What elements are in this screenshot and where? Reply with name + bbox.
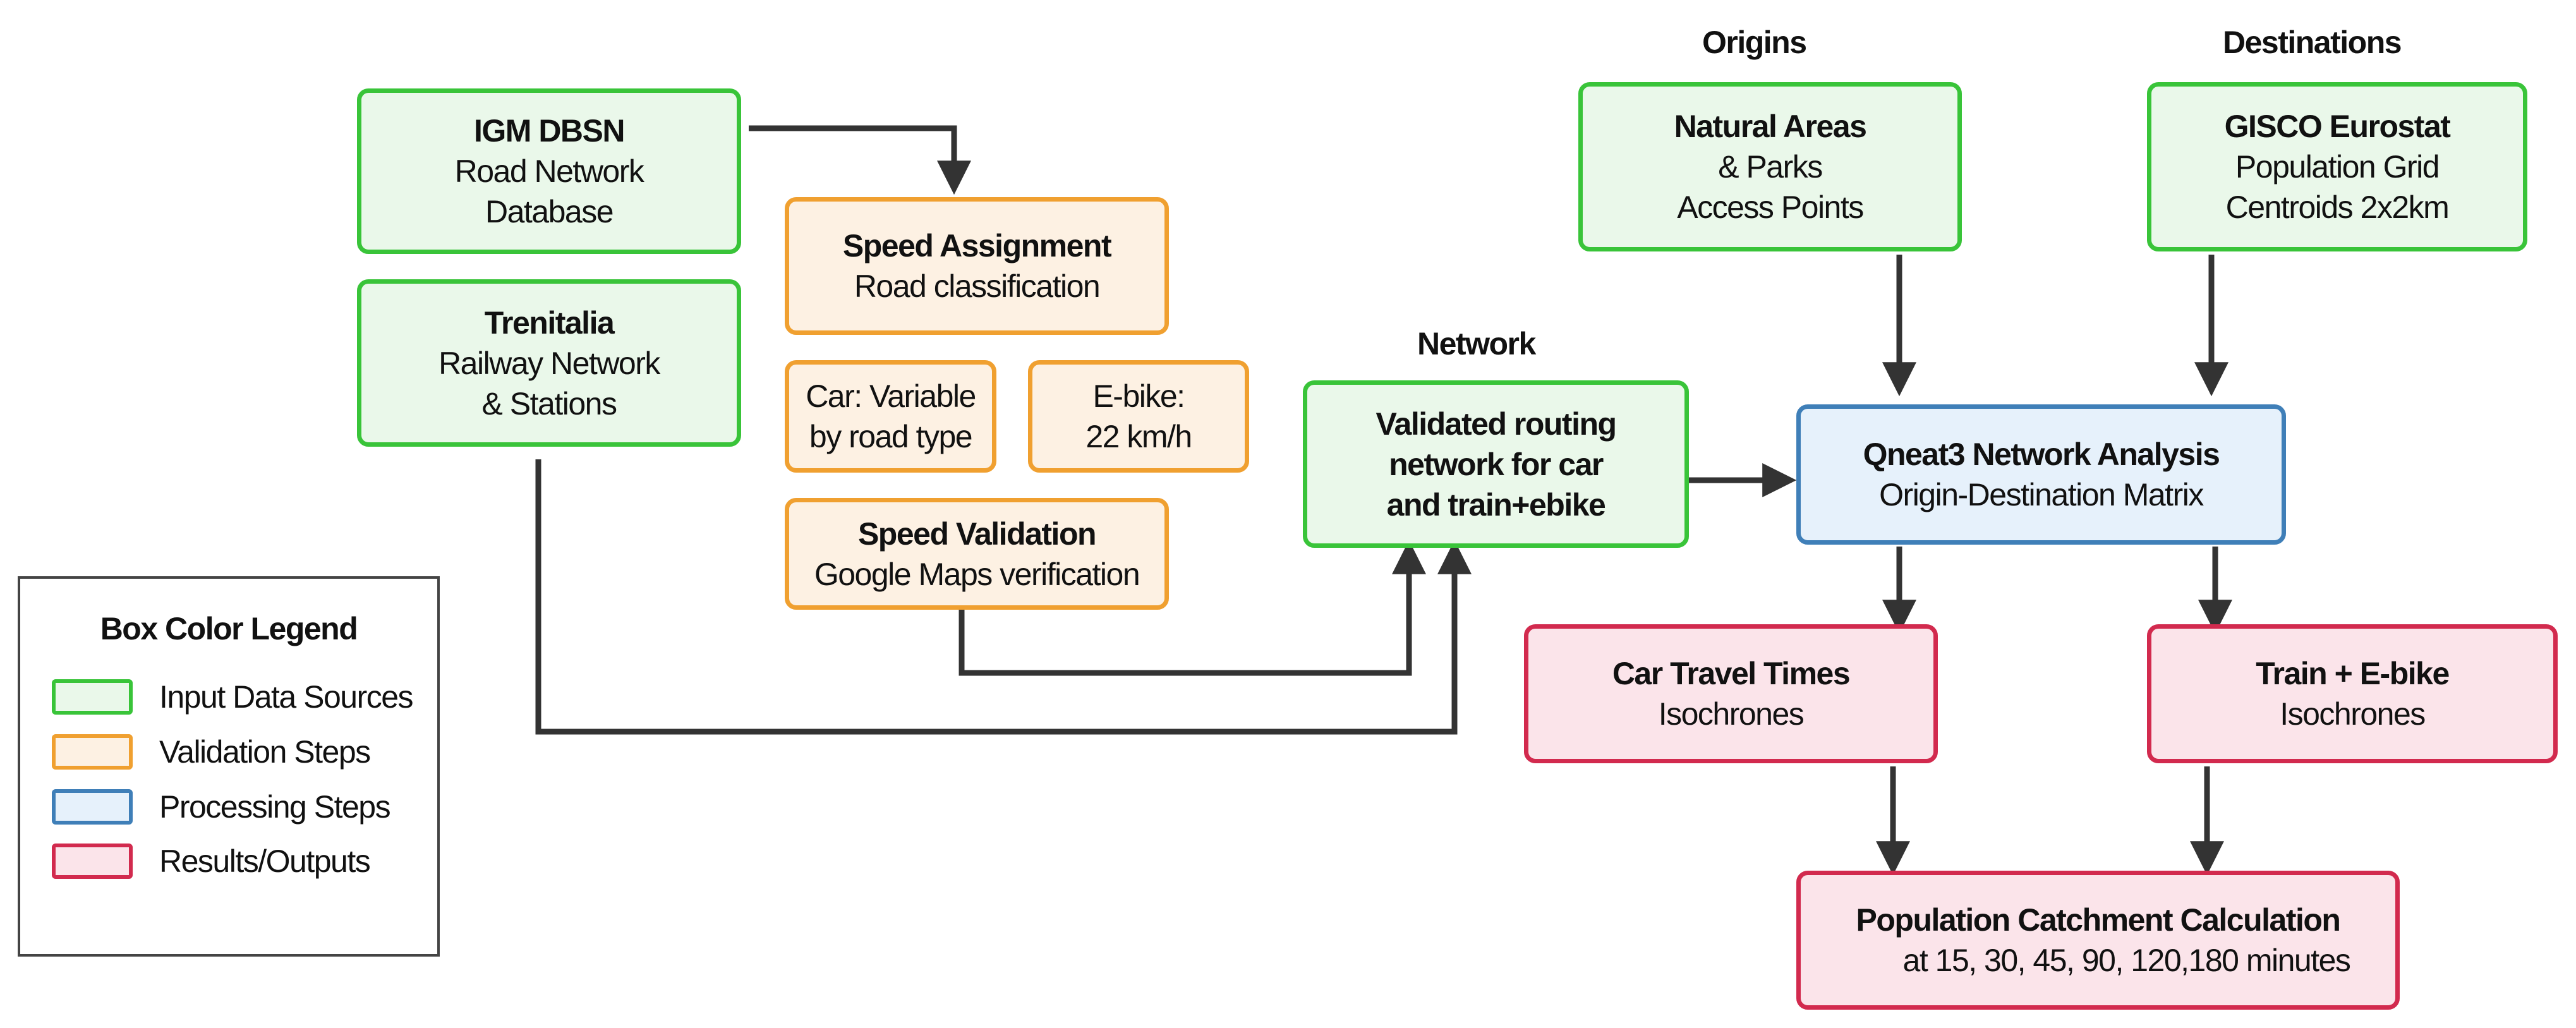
igm-line-2: Database: [485, 194, 614, 229]
trenitalia-line-1: Railway Network: [438, 345, 660, 381]
speed-assignment-line-1: Road classification: [854, 269, 1101, 304]
gisco-title: GISCO Eurostat: [2224, 109, 2451, 144]
routing-network-box: Validated routing network for car and tr…: [1303, 380, 1689, 548]
ebike-speed-line-1: E-bike:: [1092, 378, 1185, 414]
qneat-line-1: Origin-Destination Matrix: [1879, 477, 2204, 512]
train-ebike-box: Train + E-bike Isochrones: [2147, 624, 2558, 763]
legend-label-results: Results/Outputs: [159, 844, 371, 879]
population-catchment-box: Population Catchment Calculation at 15, …: [1796, 871, 2400, 1010]
igm-title: IGM DBSN: [474, 113, 626, 148]
catchment-title: Population Catchment Calculation: [1856, 902, 2341, 938]
gisco-line-2: Centroids 2x2km: [2225, 190, 2450, 225]
network-line-1: Validated routing: [1376, 406, 1617, 442]
natural-areas-line-2: Access Points: [1677, 190, 1864, 225]
speed-validation-title: Speed Validation: [857, 516, 1097, 552]
natural-areas-line-1: & Parks: [1718, 149, 1823, 184]
speed-validation-box: Speed Validation Google Maps verificatio…: [785, 498, 1169, 610]
legend-title: Box Color Legend: [100, 611, 358, 646]
car-travel-times-box: Car Travel Times Isochrones: [1524, 624, 1938, 763]
legend-swatch-blue: [52, 789, 133, 825]
trenitalia-title: Trenitalia: [484, 305, 615, 341]
trenitalia-line-2: & Stations: [481, 385, 617, 421]
catchment-line-1: at 15, 30, 45, 90, 120,180 minutes: [1902, 943, 2351, 978]
car-times-title: Car Travel Times: [1612, 656, 1851, 691]
legend-swatch-green: [52, 679, 133, 715]
trenitalia-box: Trenitalia Railway Network & Stations: [357, 279, 741, 447]
train-ebike-line-1: Isochrones: [2280, 696, 2426, 732]
legend-label-processing: Processing Steps: [159, 789, 391, 825]
qneat3-analysis-box: Qneat3 Network Analysis Origin-Destinati…: [1796, 404, 2286, 545]
car-times-line-1: Isochrones: [1658, 696, 1805, 732]
legend-label-input: Input Data Sources: [159, 679, 414, 715]
gisco-line-1: Population Grid: [2235, 149, 2440, 184]
network-line-2: network for car: [1389, 446, 1604, 482]
qneat-title: Qneat3 Network Analysis: [1863, 437, 2220, 472]
legend-label-validation: Validation Steps: [159, 734, 371, 770]
natural-areas-title: Natural Areas: [1674, 109, 1867, 144]
legend-item-processing: Processing Steps: [52, 787, 391, 827]
network-header: Network: [1417, 326, 1536, 361]
legend-item-validation: Validation Steps: [52, 732, 371, 772]
legend-swatch-red: [52, 844, 133, 879]
ebike-speed-line-2: 22 km/h: [1085, 419, 1192, 454]
igm-dbsn-box: IGM DBSN Road Network Database: [357, 88, 741, 254]
destinations-header: Destinations: [2223, 25, 2402, 60]
train-ebike-title: Train + E-bike: [2256, 656, 2450, 691]
box-color-legend: Box Color Legend Input Data Sources Vali…: [18, 576, 440, 957]
car-speed-line-1: Car: Variable: [806, 378, 976, 414]
arrow-igm-to-speed-assignment: [749, 125, 971, 195]
arrow-trenitalia-to-network: [535, 459, 1472, 735]
natural-areas-box: Natural Areas & Parks Access Points: [1578, 82, 1962, 251]
network-line-3: and train+ebike: [1386, 487, 1606, 523]
legend-item-input: Input Data Sources: [52, 677, 414, 717]
arrow-speed-validation-to-network: [958, 540, 1426, 676]
car-speed-box: Car: Variable by road type: [785, 360, 996, 473]
speed-assignment-title: Speed Assignment: [842, 228, 1112, 263]
legend-swatch-orange: [52, 734, 133, 770]
origins-header: Origins: [1702, 25, 1807, 60]
speed-validation-line-1: Google Maps verification: [814, 556, 1140, 592]
ebike-speed-box: E-bike: 22 km/h: [1028, 360, 1249, 473]
legend-item-results: Results/Outputs: [52, 841, 371, 881]
speed-assignment-box: Speed Assignment Road classification: [785, 197, 1169, 335]
car-speed-line-2: by road type: [809, 419, 973, 454]
igm-line-1: Road Network: [454, 154, 644, 189]
gisco-eurostat-box: GISCO Eurostat Population Grid Centroids…: [2147, 82, 2527, 251]
